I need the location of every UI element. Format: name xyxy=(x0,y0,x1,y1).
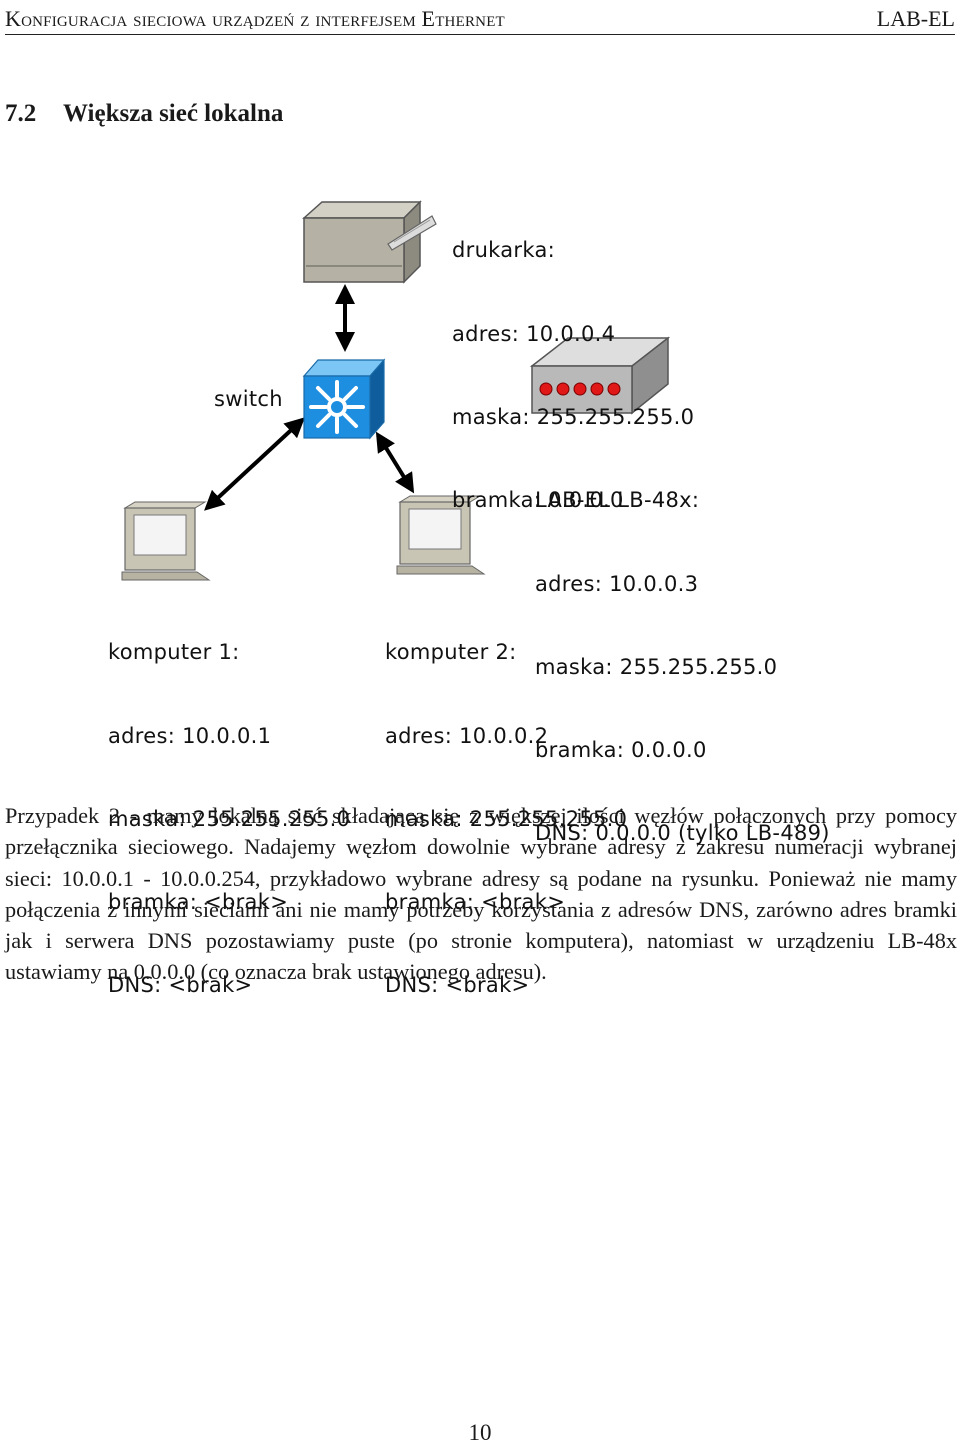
running-head: Konfiguracja sieciowa urządzeń z interfe… xyxy=(5,2,955,35)
computer1-label-line: komputer 1: xyxy=(108,640,240,665)
printer-label: drukarka: adres: 10.0.0.4 maska: 255.255… xyxy=(452,182,694,570)
link-switch-computer2 xyxy=(375,431,415,494)
printer-label-line: drukarka: xyxy=(452,238,556,263)
section-number: 7.2 xyxy=(5,100,37,127)
device-label-line: DNS: 0.0.0.0 (tylko LB-489) xyxy=(535,820,830,845)
computer1-label-line: adres: 10.0.0.1 xyxy=(108,723,272,748)
computer2-label-line: DNS: <brak> xyxy=(385,972,530,997)
lb48x-device-icon xyxy=(529,336,671,415)
network-diagram: switch drukarka: adres: 10.0.0.4 maska: … xyxy=(0,170,960,997)
device-label-line: LAB-EL LB-48x: xyxy=(535,488,700,513)
running-head-title: Konfiguracja sieciowa urządzeń z interfe… xyxy=(5,6,505,31)
body-paragraph: Przypadek 2 - mamy lokalną sieć składają… xyxy=(5,803,957,985)
section-heading: 7.2 Większa sieć lokalna xyxy=(5,100,283,128)
computer1-label-line: bramka: <brak> xyxy=(108,889,289,914)
printer-label-line: maska: 255.255.255.0 xyxy=(452,404,695,429)
computer1-label-line: DNS: <brak> xyxy=(108,972,253,997)
computer1-icon xyxy=(121,501,211,581)
section-title: Większa sieć lokalna xyxy=(63,100,284,127)
computer2-label: komputer 2: adres: 10.0.0.2 maska: 255.2… xyxy=(385,584,627,1055)
computer2-label-line: komputer 2: xyxy=(385,640,517,665)
computer2-label-line: adres: 10.0.0.2 xyxy=(385,723,549,748)
computer2-icon xyxy=(396,495,486,575)
device-label-line: adres: 10.0.0.3 xyxy=(535,571,699,596)
printer-label-line: adres: 10.0.0.4 xyxy=(452,321,616,346)
computer2-label-line: maska: 255.255.255.0 xyxy=(385,806,628,831)
device-label-line: maska: 255.255.255.0 xyxy=(535,654,778,679)
printer-label-line: bramka: 0.0.0.0 xyxy=(452,487,624,512)
device-label-line: bramka: 0.0.0.0 xyxy=(535,737,707,762)
page-number: 10 xyxy=(468,1420,492,1445)
switch-label: switch xyxy=(214,387,283,411)
running-head-brand: LAB-EL xyxy=(876,6,955,31)
network-diagram-graphics xyxy=(121,200,671,581)
computer2-label-line: bramka: <brak> xyxy=(385,889,566,914)
switch-icon xyxy=(302,358,386,440)
printer-icon xyxy=(302,200,437,284)
link-switch-computer1 xyxy=(204,417,305,511)
computer1-label-line: maska: 255.255.255.0 xyxy=(108,806,351,831)
computer1-label: komputer 1: adres: 10.0.0.1 maska: 255.2… xyxy=(108,584,350,1055)
device-label: LAB-EL LB-48x: adres: 10.0.0.3 maska: 25… xyxy=(535,432,830,903)
